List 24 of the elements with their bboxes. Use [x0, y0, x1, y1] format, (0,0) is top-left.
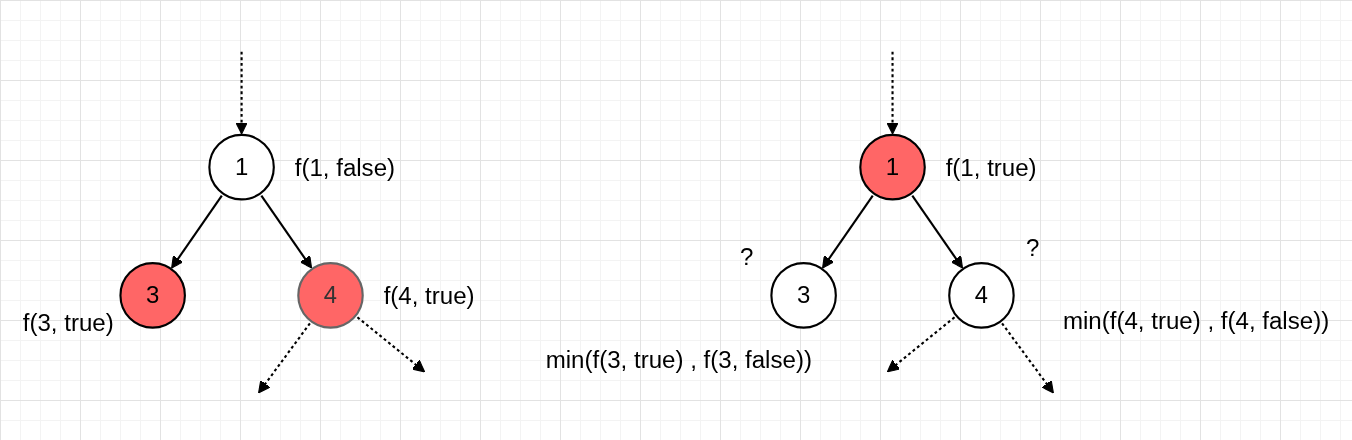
dashed-arrow: [1001, 322, 1054, 394]
annotation-text: ?: [739, 242, 754, 270]
circle-node: 3: [770, 262, 837, 329]
annotation-text: min(f(3, true) , f(3, false)): [545, 346, 812, 374]
annotation-text: ?: [1026, 234, 1040, 262]
dashed-arrow: [886, 51, 899, 135]
dashed-arrow: [258, 322, 311, 394]
annotation-text: f(4, true): [383, 281, 475, 309]
circle-node: 1: [208, 133, 275, 201]
arrow: [260, 195, 313, 269]
arrow: [822, 195, 874, 269]
annotation-text: f(1, false): [294, 153, 396, 181]
arrow: [911, 195, 964, 269]
annotation-text: f(3, true): [22, 308, 114, 336]
annotation-text: f(1, true): [945, 153, 1037, 181]
circle-node: 4: [297, 262, 364, 329]
annotation-text: min(f(4, true) , f(4, false)): [1062, 306, 1330, 334]
dashed-arrow: [235, 51, 248, 135]
dashed-arrow: [886, 316, 956, 373]
circle-node: 3: [119, 262, 186, 329]
dashed-arrow: [356, 316, 426, 373]
arrow: [171, 195, 223, 269]
circle-node: 4: [948, 262, 1015, 329]
circle-node: 1: [859, 133, 926, 201]
